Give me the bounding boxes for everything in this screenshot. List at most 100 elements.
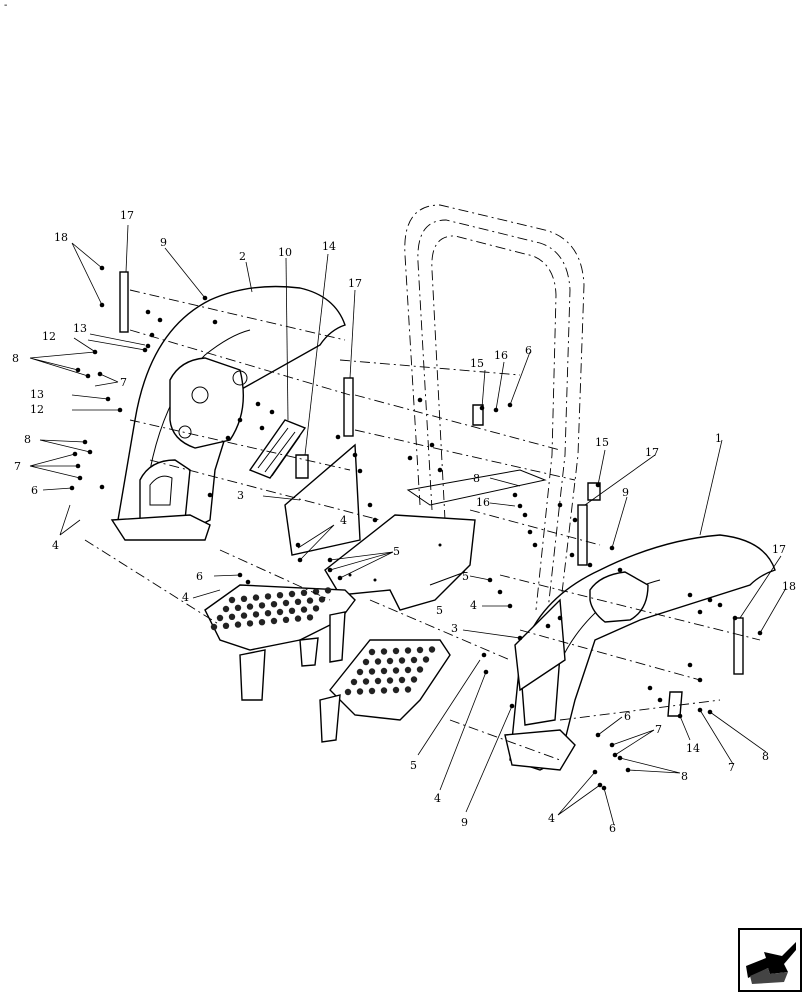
left-panel	[284, 443, 361, 556]
strip-17-left	[119, 271, 129, 333]
left-step-pad	[248, 419, 307, 479]
tread-hole	[380, 648, 388, 655]
strip-17-right-upper	[577, 504, 588, 566]
bracket-strips	[119, 271, 744, 717]
callout-7: 7	[655, 723, 662, 736]
fastener	[255, 401, 261, 407]
fastener	[149, 332, 155, 338]
tread-hole	[228, 613, 236, 620]
tread-hole	[350, 678, 358, 686]
floor-plate	[324, 514, 476, 611]
callout-8: 8	[762, 750, 769, 763]
tread-hole	[210, 623, 218, 631]
tread-hole	[362, 678, 370, 685]
tread-hole	[240, 595, 248, 602]
callout-8: 8	[12, 352, 19, 365]
tread-hole	[270, 601, 278, 608]
tread-hole	[380, 687, 388, 694]
tread-hole	[270, 617, 278, 625]
callout-4: 4	[182, 591, 189, 604]
tread-hole	[428, 646, 436, 653]
tread-hole	[288, 607, 296, 614]
callout-12: 12	[42, 330, 56, 343]
callout-10: 10	[278, 246, 292, 259]
fastener	[157, 317, 163, 323]
tread-hole	[374, 677, 382, 685]
callout-17: 17	[772, 543, 786, 556]
fastener	[481, 652, 487, 658]
left-foot-plate	[204, 584, 356, 701]
fastener	[517, 503, 523, 509]
callout-5: 5	[410, 759, 417, 772]
tread-hole	[246, 603, 254, 610]
callout-3: 3	[237, 489, 244, 502]
callout-12: 12	[30, 403, 44, 416]
tread-hole	[404, 686, 412, 693]
tread-hole	[368, 648, 376, 656]
callout-1: 1	[715, 432, 722, 445]
callout-8: 8	[24, 433, 31, 446]
fastener	[557, 615, 563, 621]
tread-hole	[404, 666, 412, 674]
tread-hole	[228, 596, 236, 604]
tread-hole	[386, 657, 394, 665]
callout-4: 4	[52, 539, 59, 552]
callout-7: 7	[728, 761, 735, 774]
fastener	[687, 662, 693, 668]
tread-hole	[264, 593, 272, 600]
fastener	[99, 484, 105, 490]
fastener	[512, 492, 518, 498]
fastener	[497, 589, 503, 595]
callout-16: 16	[476, 496, 490, 509]
callout-6: 6	[196, 570, 203, 583]
callout-16: 16	[494, 349, 508, 362]
callout-7: 7	[14, 460, 21, 473]
fastener	[522, 512, 528, 518]
callout-17: 17	[348, 277, 362, 290]
tread-hole	[246, 620, 254, 627]
tread-hole	[300, 589, 308, 596]
fastener	[259, 425, 265, 431]
tread-hole	[392, 647, 400, 655]
tread-hole	[380, 667, 388, 675]
tread-hole	[324, 587, 332, 594]
fastener	[572, 517, 578, 523]
tread-hole	[276, 592, 284, 599]
tread-hole	[318, 596, 326, 603]
bracket-15-right	[587, 482, 601, 501]
callout-5: 5	[462, 570, 469, 583]
tread-hole	[422, 656, 430, 663]
fastener	[225, 435, 231, 441]
callout-8: 8	[681, 770, 688, 783]
fastener	[212, 319, 218, 325]
callout-9: 9	[461, 816, 468, 829]
tread-hole	[240, 612, 248, 619]
tread-hole	[288, 590, 296, 598]
tread-hole	[234, 621, 242, 628]
strip-17-right-outer	[733, 617, 744, 675]
alignment-lines	[84, 289, 761, 761]
tread-hole	[410, 676, 418, 683]
tread-hole	[300, 606, 308, 613]
callout-4: 4	[470, 599, 477, 612]
callout-5: 5	[436, 604, 443, 617]
callout-17: 17	[645, 446, 659, 459]
fastener	[237, 417, 243, 423]
callout-2: 2	[239, 250, 246, 263]
fastener	[407, 455, 413, 461]
fastener	[429, 442, 435, 448]
next-page-arrow-icon[interactable]	[738, 928, 802, 992]
tread-hole	[416, 646, 424, 654]
tread-hole	[282, 616, 290, 623]
tread-hole	[392, 667, 400, 674]
tread-hole	[398, 657, 406, 664]
fastener	[437, 467, 443, 473]
callout-14: 14	[322, 240, 336, 253]
callout-6: 6	[624, 710, 631, 723]
tread-hole	[258, 602, 266, 609]
fastener	[545, 623, 551, 629]
tread-hole	[294, 615, 302, 622]
right-foot-plate	[319, 639, 451, 743]
fastener	[367, 502, 373, 508]
